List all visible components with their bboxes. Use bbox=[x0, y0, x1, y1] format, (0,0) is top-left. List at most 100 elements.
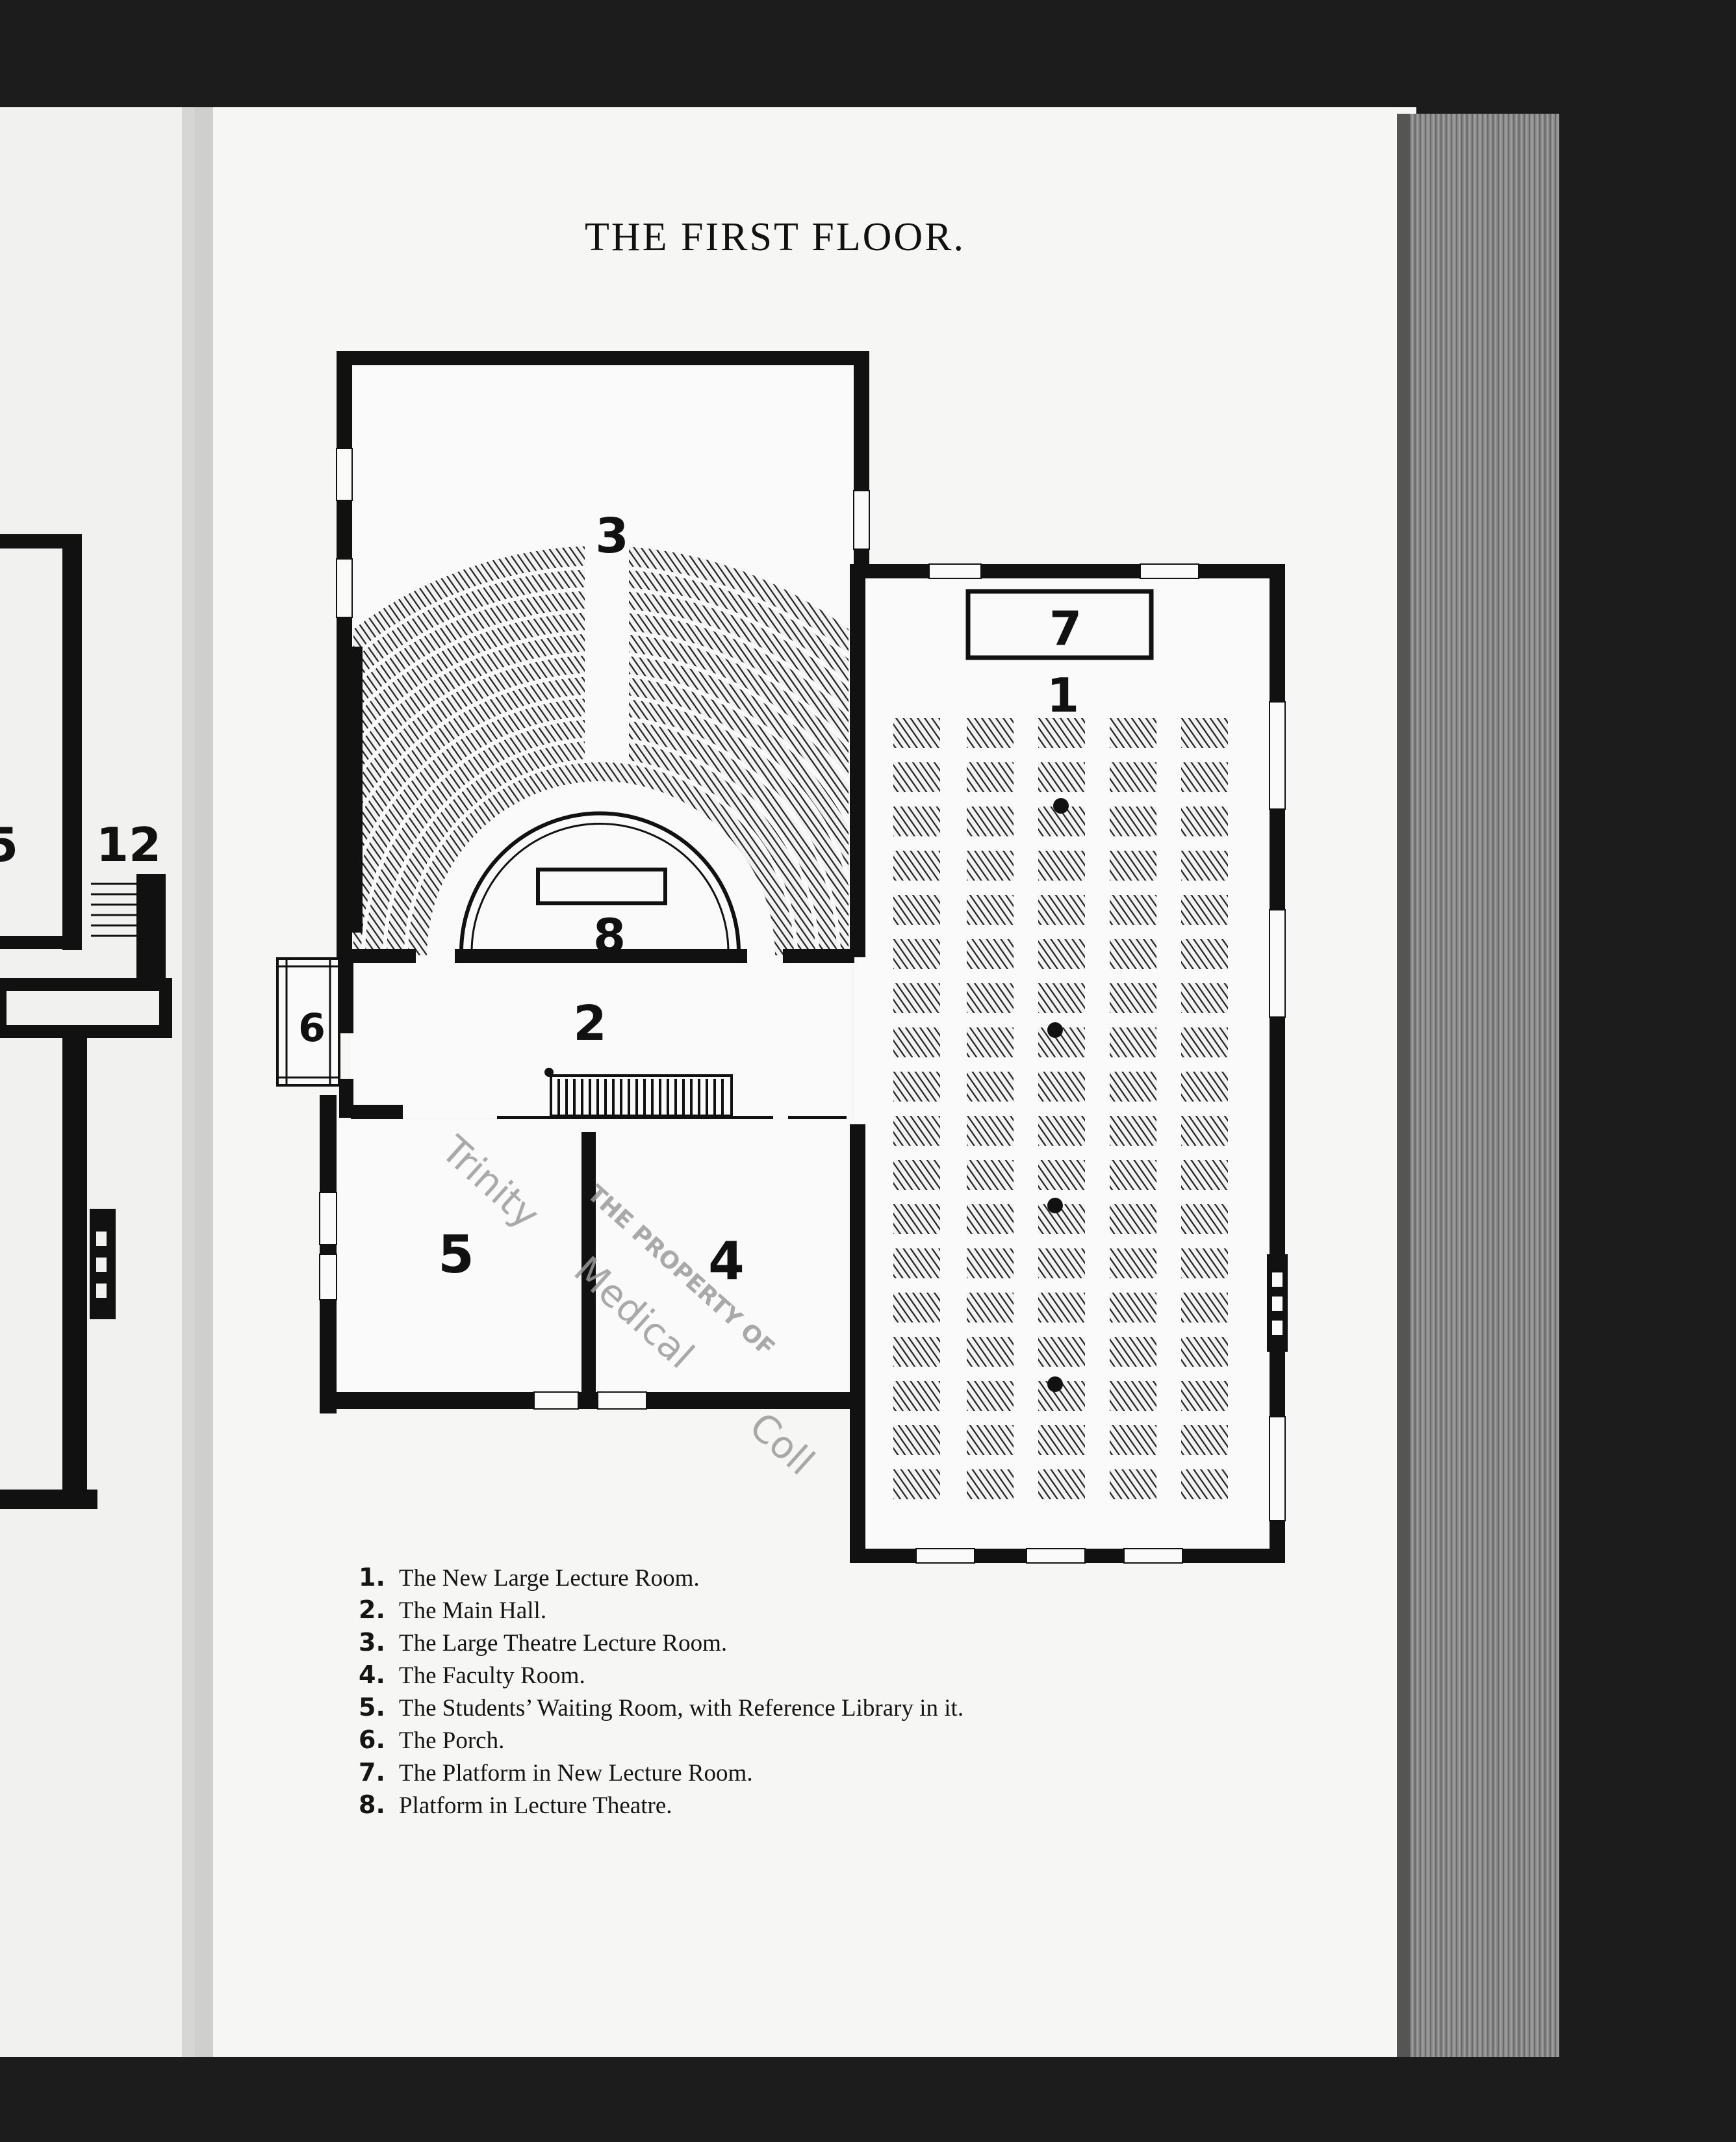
seat-block bbox=[1038, 1116, 1085, 1146]
legend-text: The Faculty Room. bbox=[399, 1662, 585, 1689]
left-room-number-12: 12 bbox=[96, 818, 161, 872]
seat-block bbox=[1110, 718, 1156, 748]
seat-block bbox=[1110, 983, 1156, 1013]
seat-block bbox=[893, 1248, 940, 1278]
seat-block bbox=[1110, 851, 1156, 881]
seat-block bbox=[1038, 983, 1085, 1013]
seat-block bbox=[893, 1072, 940, 1102]
room-1-windows bbox=[915, 563, 1286, 1564]
left-page bbox=[0, 107, 195, 2057]
seat-block bbox=[893, 1337, 940, 1367]
rooms-4-5-windows bbox=[319, 1192, 647, 1410]
legend-text: The Main Hall. bbox=[399, 1597, 547, 1624]
seat-block bbox=[1038, 1293, 1085, 1323]
seat-block bbox=[967, 895, 1014, 925]
seat-block bbox=[1181, 718, 1228, 748]
legend-number: 4. bbox=[359, 1660, 385, 1689]
seat-block bbox=[893, 983, 940, 1013]
seat-block bbox=[1181, 1204, 1228, 1234]
legend-text: The Porch. bbox=[399, 1727, 505, 1754]
legend-number: 2. bbox=[359, 1595, 385, 1624]
seat-block bbox=[893, 1160, 940, 1190]
seat-block bbox=[967, 1160, 1014, 1190]
left-page-partial-plan bbox=[0, 534, 172, 1509]
seat-block bbox=[1110, 806, 1156, 836]
seat-block bbox=[1181, 895, 1228, 925]
room-number-4: 4 bbox=[708, 1231, 745, 1291]
seat-block bbox=[1110, 895, 1156, 925]
seat-block bbox=[893, 718, 940, 748]
seat-block bbox=[1038, 762, 1085, 792]
main-hall-room-2 bbox=[339, 949, 854, 1132]
seat-block bbox=[1110, 1204, 1156, 1234]
seat-block bbox=[1181, 851, 1228, 881]
legend-number: 1. bbox=[359, 1563, 385, 1592]
seat-block bbox=[1038, 1072, 1085, 1102]
seat-block bbox=[967, 1248, 1014, 1278]
seat-block bbox=[1181, 1027, 1228, 1057]
seat-block bbox=[967, 1072, 1014, 1102]
seat-block bbox=[1110, 1381, 1156, 1411]
seat-block bbox=[967, 1337, 1014, 1367]
seat-block bbox=[1181, 762, 1228, 792]
seat-block bbox=[1181, 1425, 1228, 1455]
page-edges bbox=[1403, 114, 1559, 2057]
seat-block bbox=[1181, 1160, 1228, 1190]
room-number-3: 3 bbox=[595, 508, 629, 564]
seat-block bbox=[1110, 1337, 1156, 1367]
seat-block bbox=[1110, 1293, 1156, 1323]
seat-block bbox=[1038, 1337, 1085, 1367]
seat-block bbox=[1181, 1469, 1228, 1499]
columns bbox=[1047, 798, 1069, 1392]
legend-number: 5. bbox=[359, 1693, 385, 1722]
legend-number: 3. bbox=[359, 1628, 385, 1657]
platform-8-desk bbox=[536, 868, 667, 905]
seat-block bbox=[1181, 1293, 1228, 1323]
legend-text: The New Large Lecture Room. bbox=[399, 1565, 700, 1592]
seat-block bbox=[1110, 1469, 1156, 1499]
seat-block bbox=[893, 939, 940, 969]
seat-block bbox=[1181, 806, 1228, 836]
rooms-4-and-5 bbox=[319, 1095, 854, 1413]
seat-block bbox=[1038, 1425, 1085, 1455]
seat-block bbox=[967, 1027, 1014, 1057]
seat-block bbox=[967, 983, 1014, 1013]
legend-item: 5.The Students’ Waiting Room, with Refer… bbox=[359, 1693, 964, 1722]
seat-block bbox=[967, 762, 1014, 792]
seat-block bbox=[1110, 1116, 1156, 1146]
legend-number: 8. bbox=[359, 1790, 385, 1819]
theatre-windows bbox=[336, 448, 870, 618]
room-number-6: 6 bbox=[298, 1005, 326, 1051]
room-number-8: 8 bbox=[593, 909, 626, 963]
seat-block bbox=[967, 1425, 1014, 1455]
seat-block bbox=[893, 851, 940, 881]
legend-item: 4. The Faculty Room. bbox=[359, 1660, 585, 1690]
lecture-room-1 bbox=[850, 563, 1288, 1564]
room-number-5: 5 bbox=[438, 1224, 474, 1285]
seat-block bbox=[967, 1116, 1014, 1146]
legend-text: The Platform in New Lecture Room. bbox=[399, 1760, 753, 1787]
seat-block bbox=[1110, 762, 1156, 792]
seat-block bbox=[1181, 1072, 1228, 1102]
seat-block bbox=[1181, 1381, 1228, 1411]
seat-block bbox=[1181, 1248, 1228, 1278]
seat-block bbox=[1110, 939, 1156, 969]
seat-block bbox=[893, 762, 940, 792]
seat-block bbox=[893, 1469, 940, 1499]
room-number-2: 2 bbox=[573, 996, 607, 1052]
room-number-1: 1 bbox=[1047, 668, 1079, 723]
seat-block bbox=[1110, 1248, 1156, 1278]
room-number-7: 7 bbox=[1049, 601, 1082, 656]
seat-block bbox=[1181, 939, 1228, 969]
seat-block bbox=[967, 1381, 1014, 1411]
seat-block bbox=[967, 1204, 1014, 1234]
seat-block bbox=[1110, 1160, 1156, 1190]
left-room-number-partial: 5 bbox=[0, 818, 18, 872]
hall-staircase bbox=[544, 1068, 733, 1117]
seat-block bbox=[1038, 718, 1085, 748]
theatre-room-3 bbox=[336, 351, 870, 959]
seat-block bbox=[1110, 1072, 1156, 1102]
seat-block bbox=[1038, 939, 1085, 969]
page-title: THE FIRST FLOOR. bbox=[585, 215, 965, 259]
